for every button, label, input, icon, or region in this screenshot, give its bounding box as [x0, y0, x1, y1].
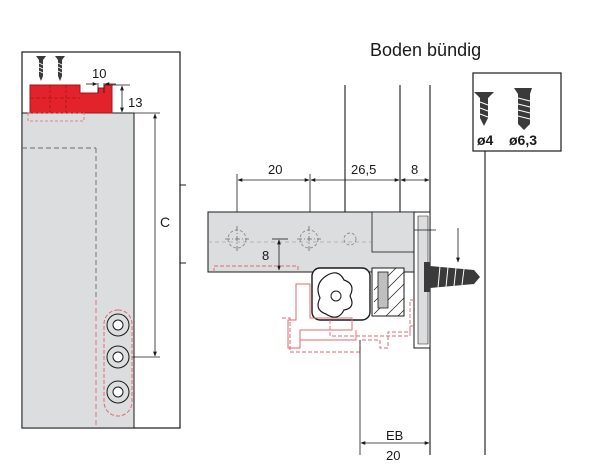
- dimension-10: 10: [86, 66, 116, 93]
- runner-outline-red: [282, 283, 416, 353]
- rear-bracket: [103, 309, 133, 417]
- dim-20-label: 20: [268, 162, 282, 177]
- dim-eb-20-label: 20: [386, 448, 400, 463]
- dimension-20-top: 20: [236, 162, 311, 212]
- mount-hole-1: [225, 226, 249, 252]
- rail-profile: [207, 211, 416, 273]
- screw-legend-box: ø4 ø6,3: [472, 72, 562, 152]
- dim-8-top-label: 8: [411, 162, 418, 177]
- side-bracket: [413, 211, 436, 349]
- right-view: Boden bündig 20 26,5 8: [180, 40, 562, 463]
- dimension-26-5: 26,5: [310, 162, 400, 182]
- dim-26-5-label: 26,5: [351, 162, 376, 177]
- screw-4mm-label: ø4: [477, 132, 494, 148]
- dim-c-label: C: [160, 214, 170, 230]
- bracket-hole-2: [106, 345, 130, 369]
- rail-core: [311, 267, 371, 321]
- mount-hole-2: [297, 226, 321, 252]
- screw-6-3mm-icon: [514, 88, 532, 130]
- top-screw-2: [55, 56, 65, 81]
- bracket-hole-1: [106, 313, 130, 337]
- mount-hole-3: [343, 232, 357, 246]
- dimension-13: 13: [112, 84, 142, 113]
- rail-outline-dashed: [213, 265, 299, 272]
- dim-eb-label: EB: [386, 428, 403, 443]
- dimension-eb: EB 20: [359, 340, 430, 463]
- dim-13-label: 13: [128, 95, 142, 110]
- hatched-block: [371, 267, 405, 317]
- dim-10-label: 10: [92, 66, 106, 81]
- dimension-8-top: 8: [400, 162, 430, 182]
- top-screw-1: [36, 56, 46, 81]
- left-view: 10 13 C: [21, 51, 181, 429]
- screw-6-3mm-label: ø6,3: [509, 132, 537, 148]
- side-screw: [424, 228, 480, 292]
- dimension-c: C: [120, 112, 174, 358]
- view-title: Boden bündig: [370, 40, 481, 60]
- dim-8-side-label: 8: [262, 248, 269, 263]
- screw-4mm-icon: [474, 92, 494, 126]
- bracket-hole-3: [106, 380, 130, 404]
- dimension-8-side: 8: [262, 238, 288, 271]
